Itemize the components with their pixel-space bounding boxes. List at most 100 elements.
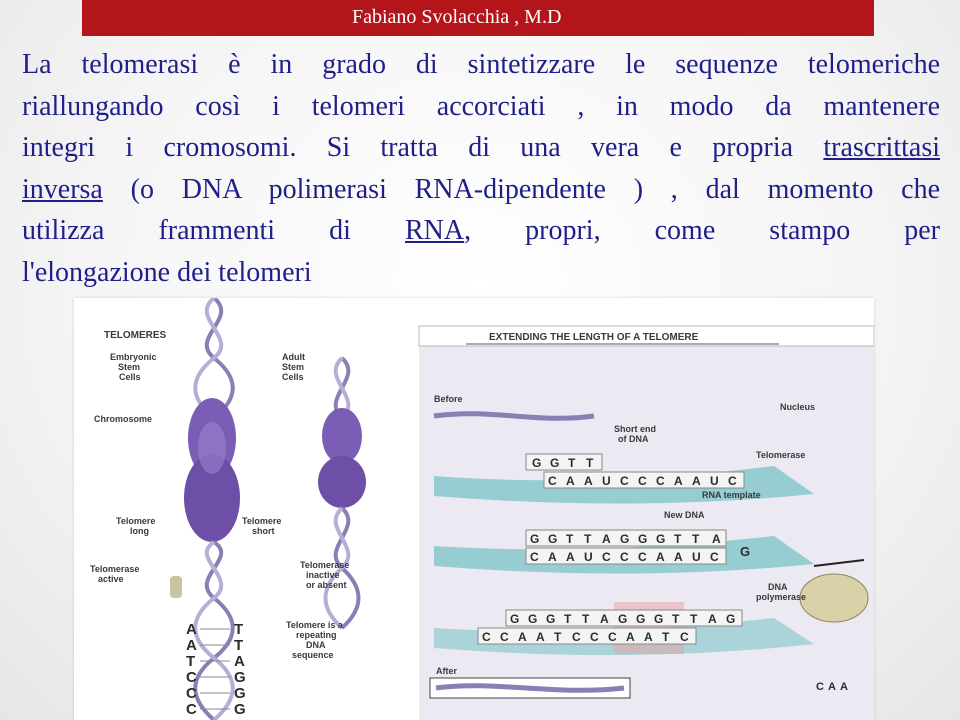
right-sequence-column: T T A G G G — [234, 621, 246, 718]
telomere-long-label-2: long — [130, 526, 149, 536]
r2b-4: U — [584, 550, 593, 564]
r1b-6: C — [638, 474, 647, 488]
telomerase-inactive-label-2: inactive — [306, 570, 340, 580]
short-end-label-2: of DNA — [618, 434, 649, 444]
dna-polymerase-label-2: polymerase — [756, 592, 806, 602]
dna-polymerase-label-1: DNA — [768, 582, 788, 592]
r3t-7: G — [618, 612, 627, 626]
text-line-1: La telomerasi è in grado di sintetizzare… — [22, 49, 940, 80]
row2-bottom-bases: C A A U C C C A A U C — [525, 547, 727, 565]
r2b-3: A — [566, 550, 575, 564]
r1b-8: A — [674, 474, 683, 488]
polymerase-arrow — [813, 559, 865, 567]
text-line-6: l'elongazione dei telomeri — [22, 256, 312, 288]
r1b-7: C — [656, 474, 665, 488]
r3t-13: G — [726, 612, 735, 626]
r2b-2: A — [548, 550, 557, 564]
r1b-11: C — [728, 474, 737, 488]
telomere-short-label-2: short — [252, 526, 275, 536]
right-panel-bg — [419, 326, 874, 720]
row1-top-bases: G G T T — [525, 453, 603, 471]
chromosome-short-top — [322, 408, 362, 464]
after-label: After — [436, 666, 457, 676]
adult-label-2: Stem — [282, 362, 304, 372]
r1b-10: U — [710, 474, 719, 488]
base-right-3: A — [234, 653, 245, 670]
text-line-2: riallungando così i telomeri accorciati … — [22, 90, 940, 122]
nucleus-label: Nucleus — [780, 402, 815, 412]
link-inversa[interactable]: inversa — [22, 173, 103, 205]
r2t-6: G — [620, 532, 629, 546]
r3b-11: T — [662, 630, 670, 644]
r3b-12: C — [680, 630, 689, 644]
r2t-2: G — [548, 532, 557, 546]
base-right-6: G — [234, 701, 246, 718]
r2t-5: A — [602, 532, 611, 546]
before-dna-strand — [433, 411, 595, 421]
r3b-7: C — [590, 630, 599, 644]
r1b-2: A — [566, 474, 575, 488]
telomeres-title: TELOMERES — [104, 330, 167, 341]
r3t-5: T — [582, 612, 590, 626]
base-right-2: T — [234, 637, 243, 654]
telomerase-active-label-1: Telomerase — [90, 564, 139, 574]
r3b-1: C — [482, 630, 491, 644]
r1b-9: A — [692, 474, 701, 488]
r2b-9: A — [674, 550, 683, 564]
r1b-4: U — [602, 474, 611, 488]
dna-polymerase-shape — [799, 573, 869, 623]
text-line-4: inversa (o DNA polimerasi RNA-dipendente… — [22, 169, 940, 211]
base-left-3: T — [186, 653, 195, 670]
link-trascrittasi[interactable]: trascrittasi — [823, 132, 940, 164]
r3t-6: A — [600, 612, 609, 626]
text-line-5: utilizza frammenti di RNA, propri, come … — [22, 210, 940, 252]
r2t-10: T — [692, 532, 700, 546]
rna-template-label: RNA template — [702, 490, 761, 500]
new-dna-label: New DNA — [664, 510, 705, 520]
r1t-2: G — [550, 456, 559, 470]
embryonic-label-3: Cells — [119, 372, 141, 382]
r3b-3: A — [518, 630, 527, 644]
author-label: Fabiano Svolacchia , M.D — [352, 6, 562, 28]
r3t-2: G — [528, 612, 537, 626]
row2-top-bases: G G T T A G G G T T A — [525, 529, 727, 547]
r2b-5: C — [602, 550, 611, 564]
helix-bottom-right-2 — [323, 506, 351, 630]
base-left-6: C — [186, 701, 197, 718]
left-sequence-column: A A T C C C — [186, 621, 197, 718]
repeating-label-1: Telomere is a — [286, 620, 344, 630]
base-left-5: C — [186, 685, 197, 702]
chromosome-long-highlight — [198, 422, 226, 474]
r1t-4: T — [586, 456, 594, 470]
short-end-label-1: Short end — [614, 424, 656, 434]
after-dna-strand — [435, 683, 625, 693]
r3b-6: C — [572, 630, 581, 644]
helix-bottom-left-2 — [193, 540, 235, 720]
link-rna[interactable]: RNA — [404, 215, 465, 247]
right-panel-title: EXTENDING THE LENGTH OF A TELOMERE — [489, 332, 699, 343]
r2b-7: C — [638, 550, 647, 564]
telomerase-inactive-label-1: Telomerase — [300, 560, 349, 570]
base-left-2: A — [186, 637, 197, 654]
r2b-11: C — [710, 550, 719, 564]
after-base-2: A — [828, 681, 836, 693]
base-left-1: A — [186, 621, 197, 638]
r3b-4: A — [536, 630, 545, 644]
r3b-2: C — [500, 630, 509, 644]
r2t-7: G — [638, 532, 647, 546]
r2t-3: T — [566, 532, 574, 546]
text-line-3: integri i cromosomi. Si tratta di una ve… — [22, 127, 940, 169]
telomerase-active-label-2: active — [98, 574, 124, 584]
r2t-4: T — [584, 532, 592, 546]
r3t-1: G — [510, 612, 519, 626]
r2t-1: G — [530, 532, 539, 546]
text-line-4-body: (o DNA polimerasi RNA-dipendente ) , dal… — [102, 173, 940, 205]
r1b-5: C — [620, 474, 629, 488]
chromosome-long-bottom — [184, 454, 240, 542]
r1b-3: A — [584, 474, 593, 488]
r3t-3: G — [546, 612, 555, 626]
after-sequence: C A A — [816, 681, 848, 693]
r2t-11: A — [712, 532, 721, 546]
r2b-10: U — [692, 550, 701, 564]
repeating-label-4: sequence — [292, 650, 334, 660]
